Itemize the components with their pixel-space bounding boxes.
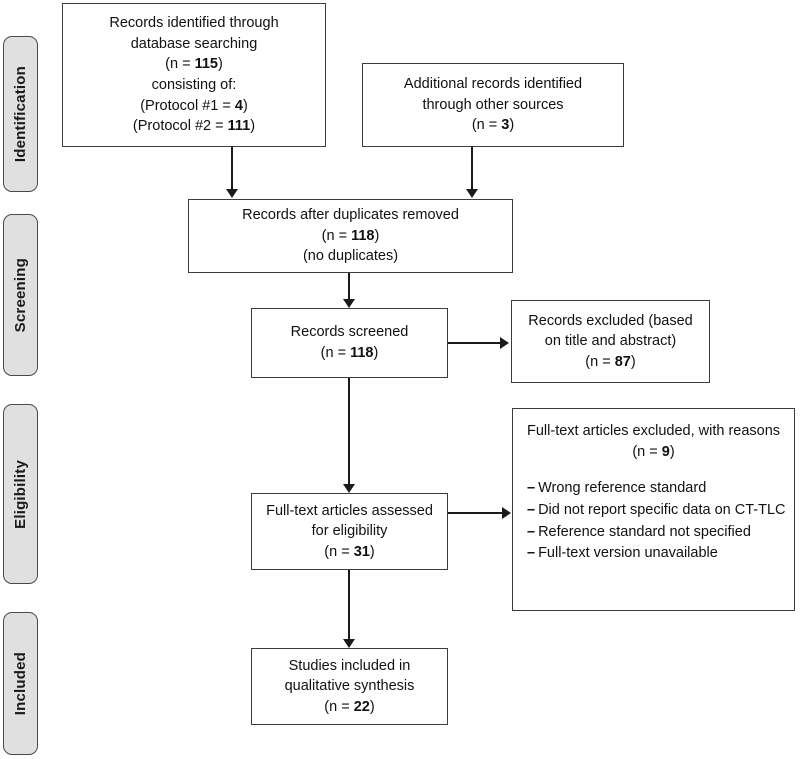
box-records-identified-line-1: Records identified through [109, 15, 279, 32]
box-records-identified: Records identified through database sear… [62, 3, 326, 147]
box-records-screened: Records screened (n = 118) [251, 308, 448, 378]
box-fulltext-excluded-title: Full-text articles excluded, with reason… [527, 423, 781, 439]
arrowhead-fulltext-to-included [343, 639, 355, 648]
connector-identified-to-duplicates [231, 147, 233, 191]
connector-fulltext-to-excluded [448, 512, 504, 514]
box-duplicates-removed-line-3: (no duplicates) [302, 248, 399, 265]
box-fulltext-assessed-line-1: Full-text articles assessed [266, 502, 433, 519]
connector-screened-to-fulltext [348, 378, 350, 487]
box-additional-records-line-2: through other sources [422, 96, 564, 113]
box-records-screened-line-1: Records screened [290, 324, 409, 341]
box-fulltext-assessed: Full-text articles assessed for eligibil… [251, 493, 448, 570]
box-studies-included-count: (n = 22) [324, 698, 375, 715]
box-duplicates-removed-count: (n = 118) [321, 227, 380, 244]
box-records-excluded: Records excluded (based on title and abs… [511, 300, 710, 383]
stage-label-included: Included [12, 651, 29, 716]
reason-dash-icon: – [527, 545, 536, 562]
box-records-identified-count: (n = 115) [165, 56, 223, 73]
arrowhead-identified-to-duplicates [226, 189, 238, 198]
box-additional-records: Additional records identified through ot… [362, 63, 624, 147]
arrowhead-additional-to-duplicates [466, 189, 478, 198]
exclusion-reason-text: Full-text version unavailable [538, 545, 718, 562]
connector-additional-to-duplicates [471, 147, 473, 191]
reason-dash-icon: – [527, 480, 536, 497]
stage-tab-included: Included [3, 612, 38, 755]
box-fulltext-assessed-line-2: for eligibility [311, 523, 388, 540]
stage-label-screening: Screening [12, 257, 29, 333]
arrowhead-screened-to-excluded [500, 337, 509, 349]
exclusion-reason-text: Reference standard not specified [538, 523, 751, 540]
box-fulltext-excluded-count: (n = 9) [632, 443, 675, 460]
box-duplicates-removed: Records after duplicates removed (n = 11… [188, 199, 513, 273]
exclusion-reason-item: –Wrong reference standard [527, 478, 706, 500]
exclusion-reason-list: –Wrong reference standard –Did not repor… [527, 478, 786, 565]
reason-dash-icon: – [527, 523, 536, 540]
box-records-excluded-line-1: Records excluded (based [528, 312, 693, 329]
box-records-excluded-line-2: on title and abstract) [544, 333, 677, 350]
connector-fulltext-to-included [348, 570, 350, 641]
stage-tab-identification: Identification [3, 36, 38, 192]
box-studies-included-line-2: qualitative synthesis [284, 678, 415, 695]
box-records-identified-protocol-2: (Protocol #2 = 111) [132, 118, 256, 135]
arrowhead-fulltext-to-excluded [502, 507, 511, 519]
box-records-identified-protocol-1: (Protocol #1 = 4) [140, 97, 248, 114]
stage-label-identification: Identification [12, 65, 29, 163]
box-additional-records-count: (n = 3) [471, 117, 515, 134]
exclusion-reason-item: –Reference standard not specified [527, 522, 751, 544]
box-records-identified-line-4: consisting of: [151, 77, 237, 93]
exclusion-reason-item: –Full-text version unavailable [527, 543, 718, 565]
box-duplicates-removed-line-1: Records after duplicates removed [242, 207, 459, 224]
stage-tab-screening: Screening [3, 214, 38, 376]
box-fulltext-excluded: Full-text articles excluded, with reason… [512, 408, 795, 611]
box-fulltext-assessed-count: (n = 31) [324, 543, 375, 560]
exclusion-reason-text: Did not report specific data on CT-TLC [538, 501, 786, 518]
stage-label-eligibility: Eligibility [12, 459, 29, 529]
box-records-identified-line-2: database searching [130, 35, 258, 52]
stage-tab-eligibility: Eligibility [3, 404, 38, 584]
box-records-screened-count: (n = 118) [320, 345, 379, 361]
arrowhead-duplicates-to-screened [343, 299, 355, 308]
exclusion-reason-text: Wrong reference standard [538, 480, 707, 497]
box-additional-records-line-1: Additional records identified [403, 76, 583, 93]
exclusion-reason-item: –Did not report specific data on CT-TLC [527, 500, 786, 522]
box-studies-included-line-1: Studies included in [288, 657, 411, 674]
connector-screened-to-excluded [448, 342, 502, 344]
arrowhead-screened-to-fulltext [343, 484, 355, 493]
connector-duplicates-to-screened [348, 273, 350, 302]
box-studies-included: Studies included in qualitative synthesi… [251, 648, 448, 725]
box-records-excluded-count: (n = 87) [585, 353, 636, 370]
reason-dash-icon: – [527, 501, 536, 518]
